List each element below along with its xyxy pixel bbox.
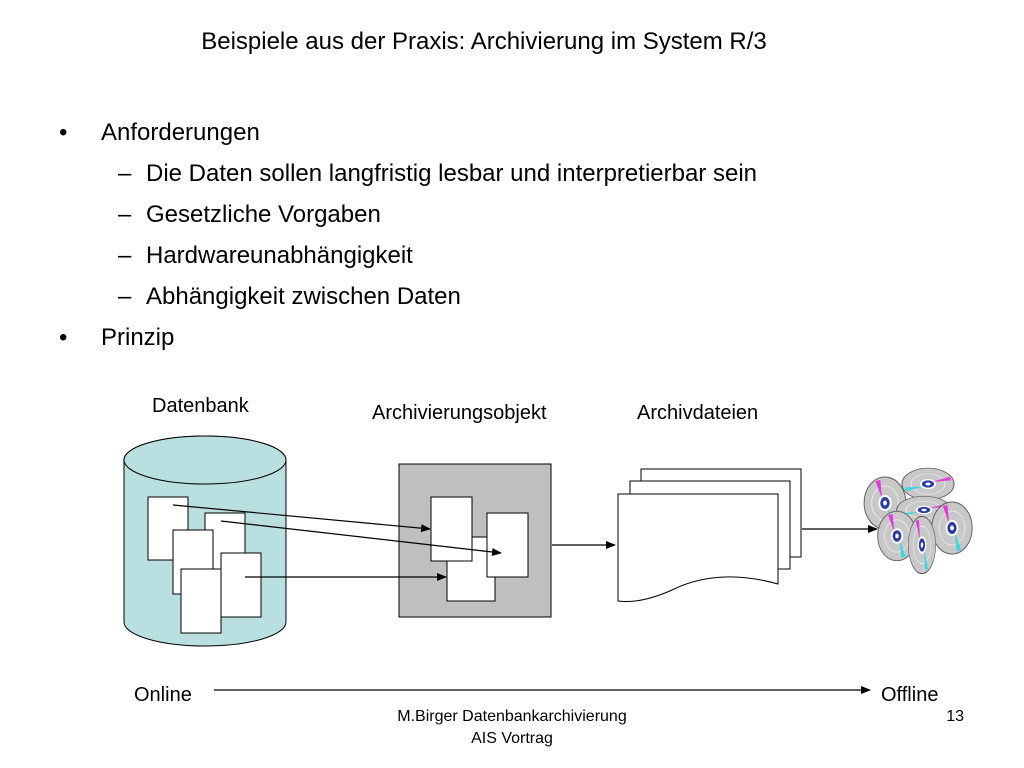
dash-marker: – bbox=[118, 242, 132, 269]
bullet-text: Anforderungen bbox=[101, 119, 260, 146]
database-records bbox=[147, 496, 262, 634]
bullet-item: • Anforderungen bbox=[59, 117, 260, 149]
online-label: Online bbox=[134, 684, 192, 706]
bullet-list: • Anforderungen – Die Daten sollen langf… bbox=[0, 0, 1024, 380]
dash-marker: – bbox=[118, 283, 132, 310]
dash-marker: – bbox=[118, 160, 132, 187]
archive-object-box bbox=[398, 463, 552, 618]
bullet-marker: • bbox=[59, 324, 68, 351]
optical-disc-stack-icon bbox=[863, 467, 974, 575]
offline-label: Offline bbox=[881, 684, 939, 706]
page-number: 13 bbox=[946, 708, 964, 725]
sub-bullet-item: – Abhängigkeit zwischen Daten bbox=[118, 281, 461, 313]
bullet-item: • Prinzip bbox=[59, 322, 175, 354]
dash-marker: – bbox=[118, 201, 132, 228]
footer-text: M.Birger Datenbankarchivierung AIS Vortr… bbox=[362, 706, 662, 750]
footer-author-line: M.Birger Datenbankarchivierung bbox=[397, 708, 627, 725]
database-label: Datenbank bbox=[152, 395, 249, 417]
footer-event-line: AIS Vortrag bbox=[471, 730, 553, 747]
sub-bullet-text: Die Daten sollen langfristig lesbar und … bbox=[146, 160, 757, 187]
sub-bullet-text: Hardwareunabhängigkeit bbox=[146, 242, 413, 269]
archive-files-stack bbox=[617, 468, 802, 602]
bullet-text: Prinzip bbox=[101, 324, 175, 351]
sub-bullet-item: – Hardwareunabhängigkeit bbox=[118, 240, 413, 272]
archive-files-label: Archivdateien bbox=[637, 402, 759, 424]
bullet-marker: • bbox=[59, 119, 68, 146]
archive-object-label: Archivierungsobjekt bbox=[372, 402, 547, 424]
slide-title: Beispiele aus der Praxis: Archivierung i… bbox=[201, 28, 767, 55]
sub-bullet-item: – Die Daten sollen langfristig lesbar un… bbox=[118, 158, 757, 190]
sub-bullet-text: Gesetzliche Vorgaben bbox=[146, 201, 381, 228]
sub-bullet-item: – Gesetzliche Vorgaben bbox=[118, 199, 381, 231]
record-arrows bbox=[172, 504, 502, 581]
sub-bullet-text: Abhängigkeit zwischen Daten bbox=[146, 283, 461, 310]
